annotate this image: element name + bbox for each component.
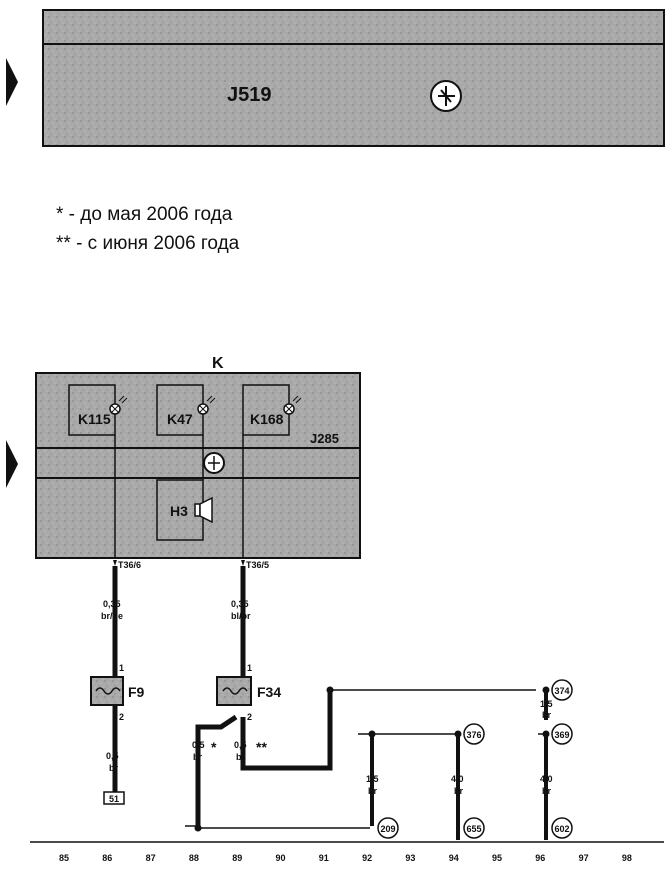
legend-note-2: ** - с июня 2006 года xyxy=(56,233,240,254)
legend-note-1: * - до мая 2006 года xyxy=(56,204,233,225)
buzzer-icon xyxy=(194,496,213,524)
ruler-label: 89 xyxy=(232,853,242,863)
fuse-f34-label: F34 xyxy=(257,684,281,700)
ruler-label: 95 xyxy=(492,853,502,863)
ref-51: 51 xyxy=(109,794,119,804)
wire-left-bottom-color: br xyxy=(109,763,118,773)
buzzer-h3-label: H3 xyxy=(170,503,188,519)
ref-655: 655 xyxy=(466,824,481,834)
ruler-label: 90 xyxy=(275,853,285,863)
ref-374: 374 xyxy=(554,686,569,696)
ruler-label: 98 xyxy=(622,853,632,863)
ground-symbol-icon xyxy=(203,452,225,474)
fuse-icon xyxy=(95,687,121,695)
ruler-label: 96 xyxy=(535,853,545,863)
fuse-f34: F34 xyxy=(216,676,281,706)
wires xyxy=(112,566,548,840)
ruler-label: 88 xyxy=(189,853,199,863)
ground-symbol-icon xyxy=(430,80,462,112)
fuse-f9-label: F9 xyxy=(128,684,145,700)
lamp-k47-label: K47 xyxy=(167,411,193,427)
lamp-k168-label: K168 xyxy=(250,411,284,427)
wire-96-bottom-size: 4,0 xyxy=(540,774,553,784)
ruler-label: 91 xyxy=(319,853,329,863)
block-k-label: K xyxy=(212,355,224,372)
ref-369: 369 xyxy=(554,730,569,740)
wire-mid-b-color: br xyxy=(236,752,245,762)
wire-mid-a-color: br xyxy=(193,752,202,762)
j519-label: J519 xyxy=(227,84,272,106)
ref-209: 209 xyxy=(380,824,395,834)
fuse-f9: F9 xyxy=(90,676,145,706)
j285-label: J285 xyxy=(310,431,339,446)
wire-mid-b-mark: ** xyxy=(256,739,267,755)
wire-92-size: 1,5 xyxy=(366,774,379,784)
ruler-label: 92 xyxy=(362,853,372,863)
wire-left-top-color: br/ge xyxy=(101,611,123,621)
lamp-icon xyxy=(283,395,302,415)
arrow-marker-icon xyxy=(6,440,18,488)
block-k: K J285 K115 K47 K168 H xyxy=(6,355,361,559)
wire-92-color: br xyxy=(368,786,377,796)
pin-2-label: 2 xyxy=(247,712,252,722)
pin-1-label: 1 xyxy=(247,663,252,673)
connector-t36-5-label: T36/5 xyxy=(246,560,269,570)
lamp-icon xyxy=(109,395,128,415)
ruler-label: 97 xyxy=(579,853,589,863)
ruler-label: 85 xyxy=(59,853,69,863)
wire-right-top-color: bl/br xyxy=(231,611,251,621)
wire-mid-b-size: 0,5 xyxy=(234,740,247,750)
ruler-label: 86 xyxy=(102,853,112,863)
wire-94-size: 4,0 xyxy=(451,774,464,784)
fuse-icon xyxy=(222,687,248,695)
arrow-marker-icon xyxy=(6,58,18,106)
wire-mid-a-mark: * xyxy=(211,739,217,755)
wire-96-bottom-color: br xyxy=(542,786,551,796)
pin-2-label: 2 xyxy=(119,712,124,722)
wire-left-top-size: 0,35 xyxy=(103,599,121,609)
ruler-label: 94 xyxy=(449,853,459,863)
wire-96-top-size: 1,5 xyxy=(540,699,553,709)
connector-t36-6-label: T36/6 xyxy=(118,560,141,570)
wire-94-color: br xyxy=(454,786,463,796)
wire-left-bottom-size: 0,5 xyxy=(106,751,119,761)
wire-right-top-size: 0,35 xyxy=(231,599,249,609)
ruler-label: 87 xyxy=(146,853,156,863)
pin-1-label: 1 xyxy=(119,663,124,673)
ruler: 85 86 87 88 89 90 91 92 93 94 95 96 97 98 xyxy=(59,853,632,863)
block-j519: J519 xyxy=(6,9,665,147)
ref-602: 602 xyxy=(554,824,569,834)
wire-96-top-color: br xyxy=(542,710,551,720)
ref-376: 376 xyxy=(466,730,481,740)
wire-mid-a-size: 0,5 xyxy=(192,740,205,750)
lamp-k115-label: K115 xyxy=(78,411,111,427)
ruler-label: 93 xyxy=(405,853,415,863)
lamp-icon xyxy=(197,395,216,415)
